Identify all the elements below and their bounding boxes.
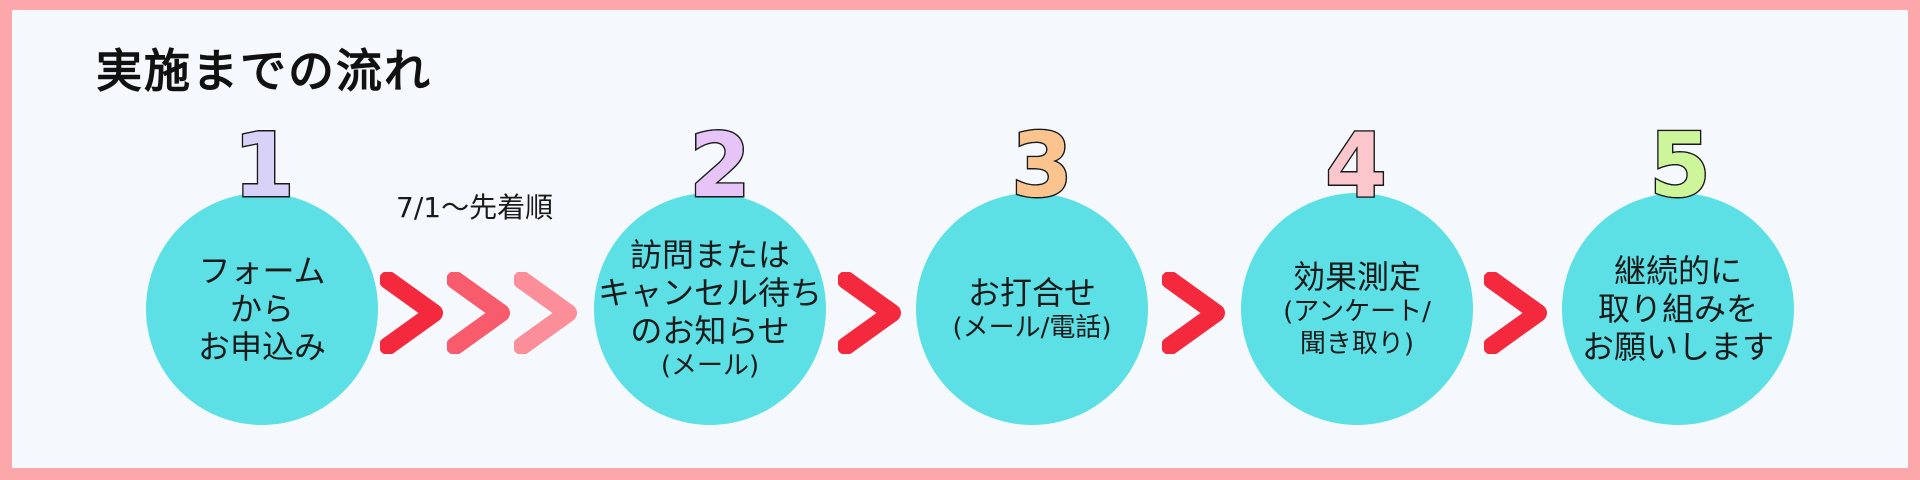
step-1-line-2: から xyxy=(229,290,294,328)
step-3-line-2: (メール/電話) xyxy=(952,313,1112,343)
step-5-number: 5 xyxy=(1648,114,1712,217)
step-1-line-1: フォーム xyxy=(198,252,326,290)
first-come-note: 7/1～先着順 xyxy=(396,191,554,224)
step-5-circle: 継続的に 取り組みを お願いします xyxy=(1562,193,1794,425)
arrow-chevron-1b xyxy=(447,272,510,354)
step-4-line-1: 効果測定 xyxy=(1292,258,1421,296)
arrow-chevron-1c xyxy=(514,272,577,354)
step-2-line-3: のお知らせ xyxy=(630,312,790,350)
arrow-chevron-2 xyxy=(838,272,901,354)
step-2-line-2: キャンセル待ち xyxy=(597,274,822,312)
arrow-chevron-1a xyxy=(380,272,443,354)
page-title: 実施までの流れ xyxy=(96,44,432,98)
arrow-chevron-3 xyxy=(1162,272,1225,354)
step-5-line-3: お願いします xyxy=(1581,328,1774,366)
step-5-line-2: 取り組みを xyxy=(1597,290,1758,328)
step-3-line-1: お打合せ xyxy=(967,274,1096,312)
step-5-line-1: 継続的に xyxy=(1613,252,1742,290)
step-1-number: 1 xyxy=(232,114,296,217)
step-4-number: 4 xyxy=(1324,114,1388,217)
step-1-line-3: お申込み xyxy=(197,328,326,366)
step-4-line-2: (アンケート/ xyxy=(1283,297,1431,327)
step-2-circle: 訪問または キャンセル待ち のお知らせ (メール) xyxy=(594,193,826,425)
step-3-circle: お打合せ (メール/電話) xyxy=(916,193,1148,425)
step-4-line-3: 聞き取り) xyxy=(1299,329,1415,359)
step-2-line-1: 訪問または xyxy=(629,236,790,274)
step-1-circle: フォーム から お申込み xyxy=(146,193,378,425)
step-2-line-4: (メール) xyxy=(660,351,760,381)
step-4-circle: 効果測定 (アンケート/ 聞き取り) xyxy=(1241,193,1473,425)
step-2-number: 2 xyxy=(688,114,752,217)
arrow-chevron-4 xyxy=(1484,272,1547,354)
step-3-number: 3 xyxy=(1010,114,1074,217)
